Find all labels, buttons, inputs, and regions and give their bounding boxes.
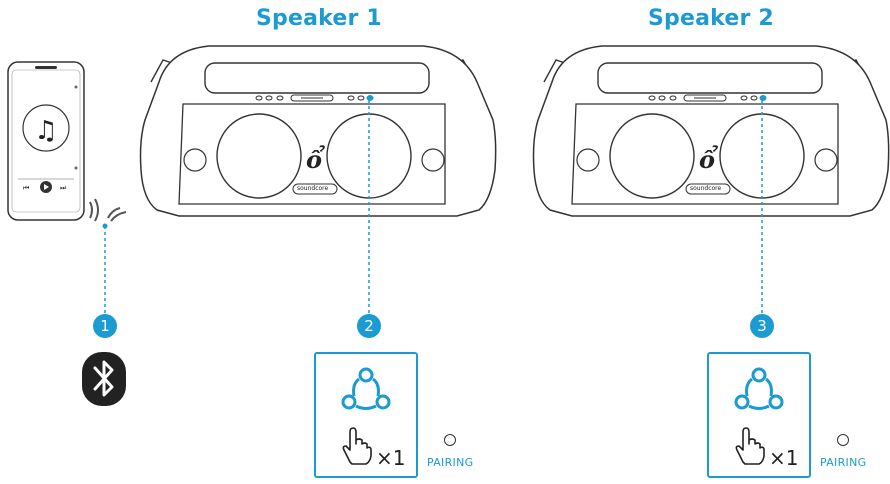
svg-text:⏮: ⏮ — [23, 184, 29, 192]
wireless-signal-icon — [89, 198, 127, 222]
speaker-1-illustration: ổ — [139, 45, 497, 217]
speaker-1-instruction-card: ×1 — [314, 352, 418, 478]
speaker-1-title: Speaker 1 — [256, 6, 382, 31]
pairing-led-icon — [837, 434, 849, 446]
hand-press-icon — [735, 427, 765, 465]
step-badge-2: 2 — [357, 314, 381, 338]
hand-press-icon — [342, 427, 372, 465]
svg-text:♫: ♫ — [34, 116, 57, 146]
pairing-label: PAIRING — [820, 456, 867, 469]
speaker-2-title: Speaker 2 — [648, 6, 774, 31]
svg-text:ổ: ổ — [699, 145, 718, 174]
speaker-2-illustration: ổ — [532, 45, 890, 217]
press-count-label: ×1 — [769, 446, 799, 470]
bluetooth-icon — [82, 352, 126, 406]
party-link-icon — [341, 367, 391, 410]
phone-icon: ♫ ⏮ ⏭ — [7, 61, 85, 221]
party-link-icon — [734, 367, 784, 410]
step-badge-3: 3 — [750, 314, 774, 338]
speaker-2-instruction-card: ×1 — [707, 352, 811, 478]
speaker-2-brand-logo: soundcore — [690, 185, 722, 192]
speaker-1-brand-logo: soundcore — [297, 185, 329, 192]
pairing-led-icon — [444, 434, 456, 446]
step-badge-1: 1 — [93, 314, 117, 338]
press-count-label: ×1 — [376, 446, 406, 470]
svg-text:⏭: ⏭ — [60, 184, 67, 192]
svg-text:ổ: ổ — [306, 145, 325, 174]
pairing-label: PAIRING — [427, 456, 474, 469]
